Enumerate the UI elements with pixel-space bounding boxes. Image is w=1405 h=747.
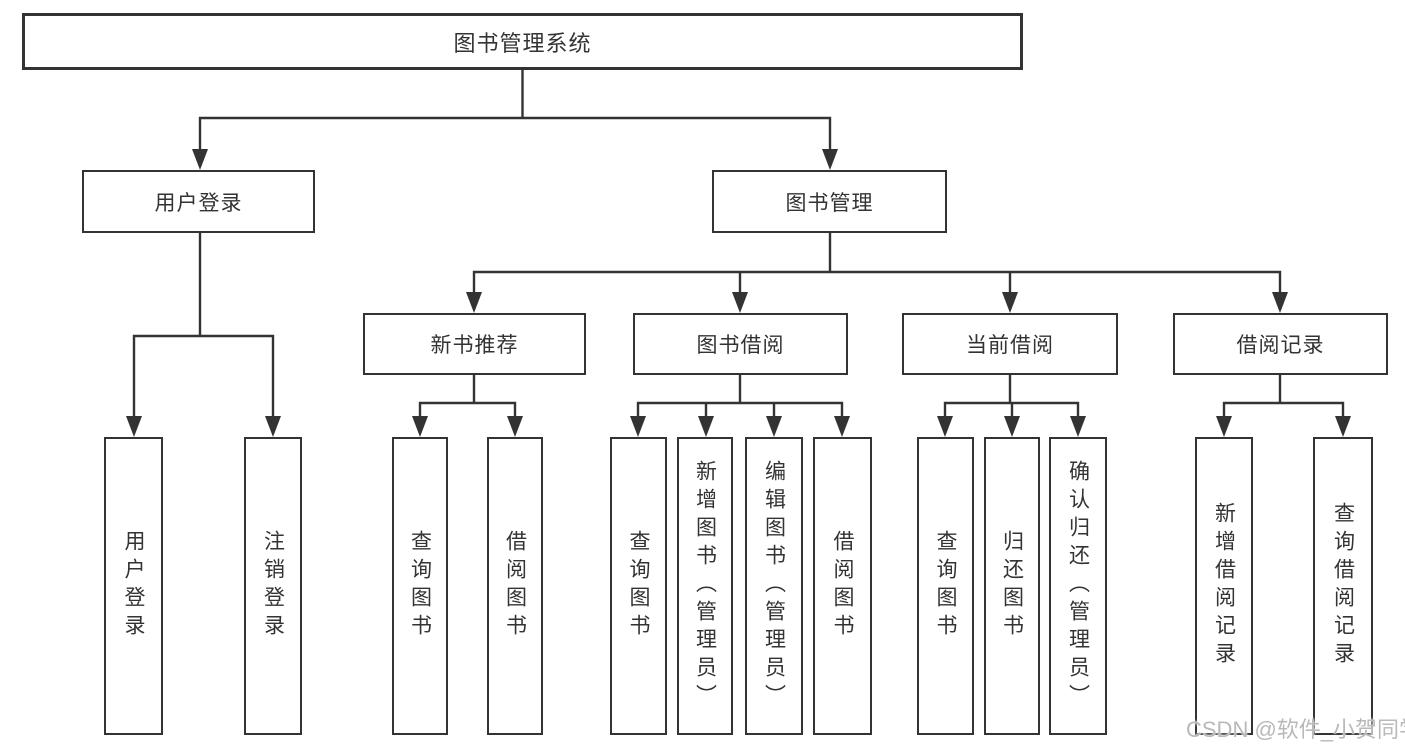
leaf-borrow-books: 借阅图书 bbox=[813, 437, 872, 735]
leaf-query-books-recommend: 查询图书 bbox=[392, 437, 448, 735]
node-book-management: 图书管理 bbox=[712, 170, 947, 233]
leaf-add-books-admin: 新增图书（管理员） bbox=[677, 437, 733, 735]
leaf-confirm-return-admin: 确认归还（管理员） bbox=[1049, 437, 1107, 735]
leaf-edit-books-admin: 编辑图书（管理员） bbox=[745, 437, 803, 735]
node-new-book-recommend: 新书推荐 bbox=[363, 313, 586, 375]
leaf-user-login: 用户登录 bbox=[104, 437, 163, 735]
leaf-query-books-borrow: 查询图书 bbox=[610, 437, 667, 735]
leaf-add-borrow-record: 新增借阅记录 bbox=[1195, 437, 1253, 735]
node-user-login: 用户登录 bbox=[82, 170, 315, 233]
csdn-watermark: CSDN @软件_小贺同学 bbox=[1186, 717, 1405, 742]
node-borrow-records: 借阅记录 bbox=[1173, 313, 1388, 375]
leaf-logout: 注销登录 bbox=[244, 437, 302, 735]
leaf-borrow-books-recommend: 借阅图书 bbox=[487, 437, 543, 735]
leaf-query-books-current: 查询图书 bbox=[917, 437, 974, 735]
leaf-return-books: 归还图书 bbox=[984, 437, 1040, 735]
node-book-borrow: 图书借阅 bbox=[633, 313, 848, 375]
node-current-borrow: 当前借阅 bbox=[902, 313, 1118, 375]
leaf-query-borrow-record: 查询借阅记录 bbox=[1313, 437, 1373, 735]
node-library-management-system: 图书管理系统 bbox=[22, 13, 1023, 70]
